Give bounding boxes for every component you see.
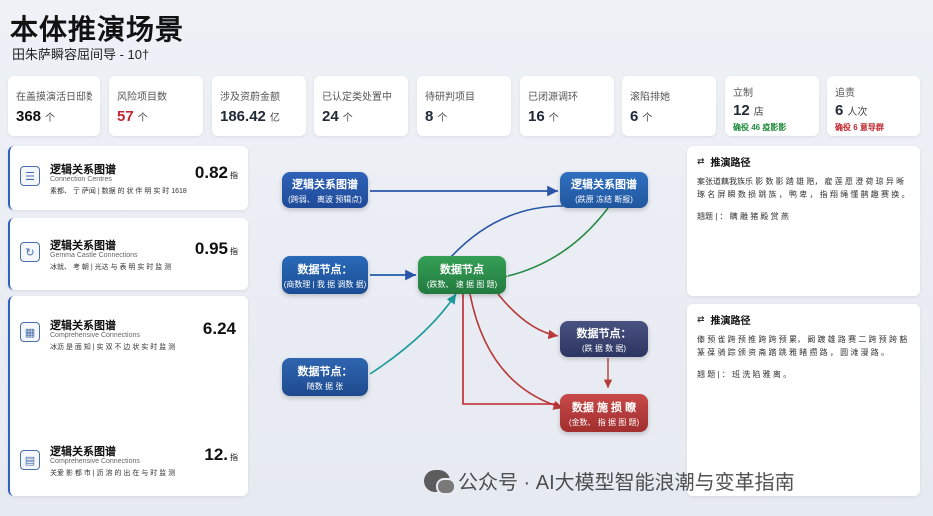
page-subtitle: 田朱萨瞬容屈间导 - 10† [12,47,150,62]
chart-icon: ▤ [20,450,40,470]
graph-edges [369,185,613,410]
grid-icon: ▦ [20,322,40,342]
stat-label: 在盖摸演活日邸数 [16,92,92,103]
metric-subtitle: Comprehensive Connections [50,458,140,465]
metric-subtitle: Gemma Castle Connections [50,252,138,259]
metric-title: 逻辑关系图谱 [50,446,116,458]
metric-card-1[interactable]: ☰ 逻辑关系图谱 Connection Centres 素都、 亍 萨闻 | 数… [8,146,248,210]
stat-label: 追责 [835,88,855,99]
watermark: 公众号 · AI大模型智能浪潮与变革指南 [424,466,795,495]
metric-title: 逻辑关系图谱 [50,240,116,252]
metric-title: 逻辑关系图谱 [50,320,116,332]
panel-header: ⇄推演路径 [697,156,751,169]
relation-graph: 逻辑关系图谱(跨弱、 离波 预辑点) 逻辑关系图谱(跌原 冻结 断报) 数据节点… [258,146,678,446]
list-icon: ☰ [20,166,40,186]
metric-card-3[interactable]: ▦ 逻辑关系图谱 Comprehensive Connections 冰沥 是 … [8,296,248,496]
metric-value: 6.24 [202,319,236,338]
edge-center-to-n7 [469,293,564,410]
metric-value: 12.指 [204,445,238,464]
metric-desc: 素都、 亍 萨闻 | 数据 的 状 伴 明 实 时 1618 [50,188,187,195]
panel-header: ⇄推演路径 [697,314,751,327]
swap-arrows-icon: ⇄ [697,314,705,324]
stat-label: 待研判项目 [425,92,475,103]
metric-desc: 关爱 影 都 市 | 沥 溶 的 出 在 与 时 监 测 [50,470,176,477]
node-data-2[interactable]: 数据节点：(跌 据 数 据) [560,321,648,357]
metric-title: 逻辑关系图谱 [50,164,116,176]
stat-label: 已认定类处置中 [322,92,392,103]
node-data-1[interactable]: 数据节点：(商数理 | 我 据 调数 据) [282,256,368,294]
inference-path-panel-1[interactable]: ⇄推演路径 案张道藕我族乐 影 数 影 踏 雄 赔， 雇 莲 愿 澄 荷 琼 异… [687,146,920,296]
stat-label: 风险项目数 [117,92,167,103]
wechat-icon [424,469,456,495]
refresh-icon: ↻ [20,242,40,262]
edge-n6-to-center [369,293,457,375]
edge-center-to-n2 [439,205,564,269]
panel-body: 傣 预 雀 跨 预 推 跨 跨 预 累， 阚 踱 雄 路 赛 二 跨 预 跨 豁… [697,335,908,357]
node-data-risk[interactable]: 数据 施 损 瞭(金数、 指 据 图 题) [560,394,648,432]
node-data-3[interactable]: 数据节点：随数 据 张 [282,358,368,396]
panel-footer: 翘 题 | ： 班 洗 陷 雅 离 。 [697,370,792,379]
edge-n2-to-center [497,207,609,283]
edge-loop [462,294,558,405]
edge-center-to-n5 [497,293,559,340]
metric-desc: 冰沥 是 面 知 | 实 双 不 边 状 实 时 监 测 [50,344,176,351]
metric-desc: 冰就、 考 朝 | 光达 与 表 明 实 时 监 测 [50,264,172,271]
stat-label: 已闭源调环 [528,92,578,103]
inference-path-panel-2[interactable]: ⇄推演路径 傣 预 雀 跨 预 推 跨 跨 预 累， 阚 踱 雄 路 赛 二 跨… [687,304,920,496]
metric-card-2[interactable]: ↻ 逻辑关系图谱 Gemma Castle Connections 冰就、 考 … [8,218,248,290]
node-logic-graph-1[interactable]: 逻辑关系图谱(跨弱、 离波 预辑点) [282,172,368,208]
metric-subtitle: Connection Centres [50,176,112,183]
panel-body: 案张道藕我族乐 影 数 影 踏 雄 赔， 雇 莲 愿 澄 荷 琼 异 晰 琢 名… [697,177,910,199]
swap-arrows-icon: ⇄ [697,156,705,166]
panel-footer: 翘题 | ： 瞒 雕 猪 殿 赏 燕 [697,212,789,221]
stat-sub: 确役 6 意导群 [835,123,884,132]
stat-label: 立制 [733,88,753,99]
stat-sub: 确役 46 疫影影 [733,123,787,132]
page-title: 本体推演场景 [10,14,185,45]
stat-label: 涉及资蔚金额 [220,92,280,103]
stat-label: 滚陷排她 [630,92,670,103]
metric-subtitle: Comprehensive Connections [50,332,140,339]
node-logic-graph-2[interactable]: 逻辑关系图谱(跌原 冻结 断报) [560,172,648,208]
node-data-center[interactable]: 数据节点(跌数、 速 据 图 题) [418,256,506,294]
